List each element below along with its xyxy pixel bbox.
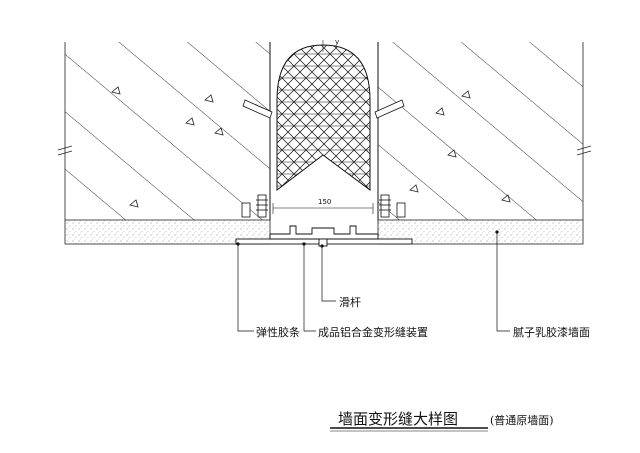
axis-mark-label: y: [335, 38, 340, 46]
putty-wall-label: 腻子乳胶漆墙面: [513, 326, 590, 339]
leader-lines: [237, 232, 510, 332]
anchor-bolts-upper: [242, 99, 405, 119]
left-wall-section: [57, 42, 271, 220]
fastener-screws: [241, 194, 406, 218]
slide-rod-label: 滑杆: [339, 296, 361, 309]
leader-dots: [236, 230, 499, 248]
joint-filler-mesh: [276, 44, 371, 192]
elastic-strip-label: 弹性胶条: [256, 326, 300, 339]
aggregate-marks: [111, 86, 511, 208]
drawing-title: 墙面变形缝大样图: [338, 410, 459, 428]
dimension-label: 150: [318, 198, 332, 206]
title-underline: [330, 427, 488, 432]
aluminium-cover-plate: [235, 225, 413, 247]
dimension-line: [272, 203, 374, 214]
aluminium-device-label: 成品铝合金变形缝装置: [318, 326, 428, 339]
right-wall-section: [377, 42, 592, 220]
drawing-subtitle: (普通原墙面): [490, 414, 554, 427]
